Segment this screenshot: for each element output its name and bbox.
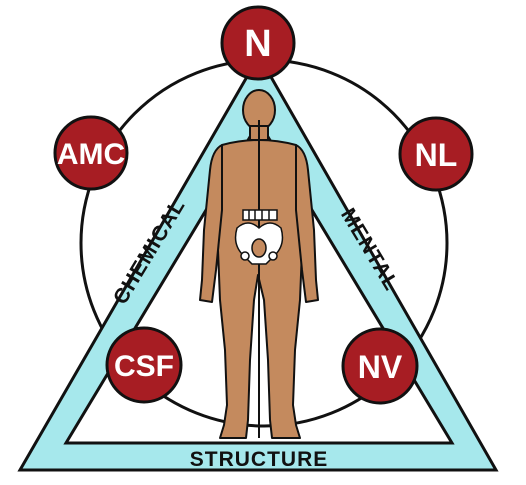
node-nl: NL [398, 116, 474, 192]
node-nv: NV [341, 327, 419, 405]
node-n-label: N [244, 23, 271, 65]
node-csf: CSF [105, 326, 183, 404]
node-nl-label: NL [415, 137, 458, 173]
node-csf-label: CSF [114, 350, 174, 383]
node-n: N [220, 5, 296, 81]
node-amc-label: AMC [57, 138, 125, 171]
node-amc: AMC [53, 115, 129, 191]
human-figure-icon [199, 89, 319, 439]
side-label-structure: STRUCTURE [190, 448, 329, 471]
pelvis-skeleton-icon [234, 209, 284, 265]
node-nv-label: NV [358, 349, 403, 385]
